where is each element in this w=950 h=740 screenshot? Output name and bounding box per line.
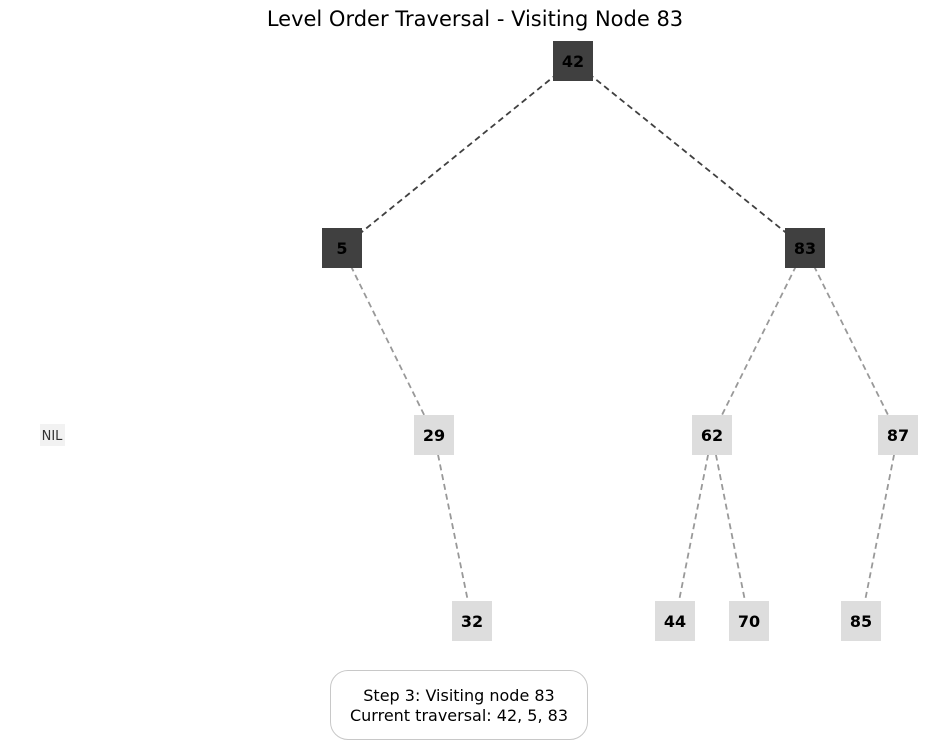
- node-label: 44: [664, 612, 686, 631]
- edge-29-32: [433, 434, 473, 622]
- traversal-text: Current traversal: 42, 5, 83: [349, 706, 569, 725]
- node-label: 62: [701, 426, 723, 445]
- node-label: 85: [850, 612, 872, 631]
- nil-marker-background: [40, 424, 65, 446]
- node-box: [553, 41, 593, 81]
- tree-node-5: 5: [322, 228, 362, 268]
- node-label: 87: [887, 426, 909, 445]
- tree-node-62: 62: [692, 415, 732, 455]
- tree-node-29: 29: [414, 415, 454, 455]
- node-label: 32: [461, 612, 483, 631]
- node-box: [655, 601, 695, 641]
- node-box: [692, 415, 732, 455]
- node-label: 29: [423, 426, 445, 445]
- nil-label: NIL: [42, 429, 64, 444]
- edge-87-85: [860, 434, 899, 622]
- tree-node-42: 42: [553, 41, 593, 81]
- edge-83-62: [711, 247, 806, 436]
- tree-node-85: 85: [841, 601, 881, 641]
- tree-node-32: 32: [452, 601, 492, 641]
- node-box: [322, 228, 362, 268]
- edge-42-83: [572, 60, 806, 249]
- node-label: 70: [738, 612, 760, 631]
- node-box: [414, 415, 454, 455]
- diagram-title: Level Order Traversal - Visiting Node 83: [267, 7, 683, 31]
- edge-62-44: [674, 434, 713, 622]
- tree-node-70: 70: [729, 601, 769, 641]
- node-box: [841, 601, 881, 641]
- edge-83-87: [804, 247, 899, 436]
- step-text: Step 3: Visiting node 83: [363, 686, 555, 705]
- nodes-layer: 42 5 83 29 62 87 32 44 70 85: [322, 41, 918, 641]
- tree-node-83: 83: [785, 228, 825, 268]
- edges-layer: [341, 60, 899, 622]
- edge-5-29: [341, 247, 435, 436]
- node-label: 5: [336, 239, 347, 258]
- node-box: [785, 228, 825, 268]
- node-label: 83: [794, 239, 816, 258]
- node-box: [452, 601, 492, 641]
- edge-62-70: [711, 434, 750, 622]
- status-panel: Step 3: Visiting node 83 Current travers…: [330, 670, 588, 740]
- tree-node-44: 44: [655, 601, 695, 641]
- nil-marker: NIL: [40, 424, 65, 446]
- tree-node-87: 87: [878, 415, 918, 455]
- node-box: [729, 601, 769, 641]
- node-box: [878, 415, 918, 455]
- edge-42-5: [341, 60, 574, 249]
- node-label: 42: [562, 52, 584, 71]
